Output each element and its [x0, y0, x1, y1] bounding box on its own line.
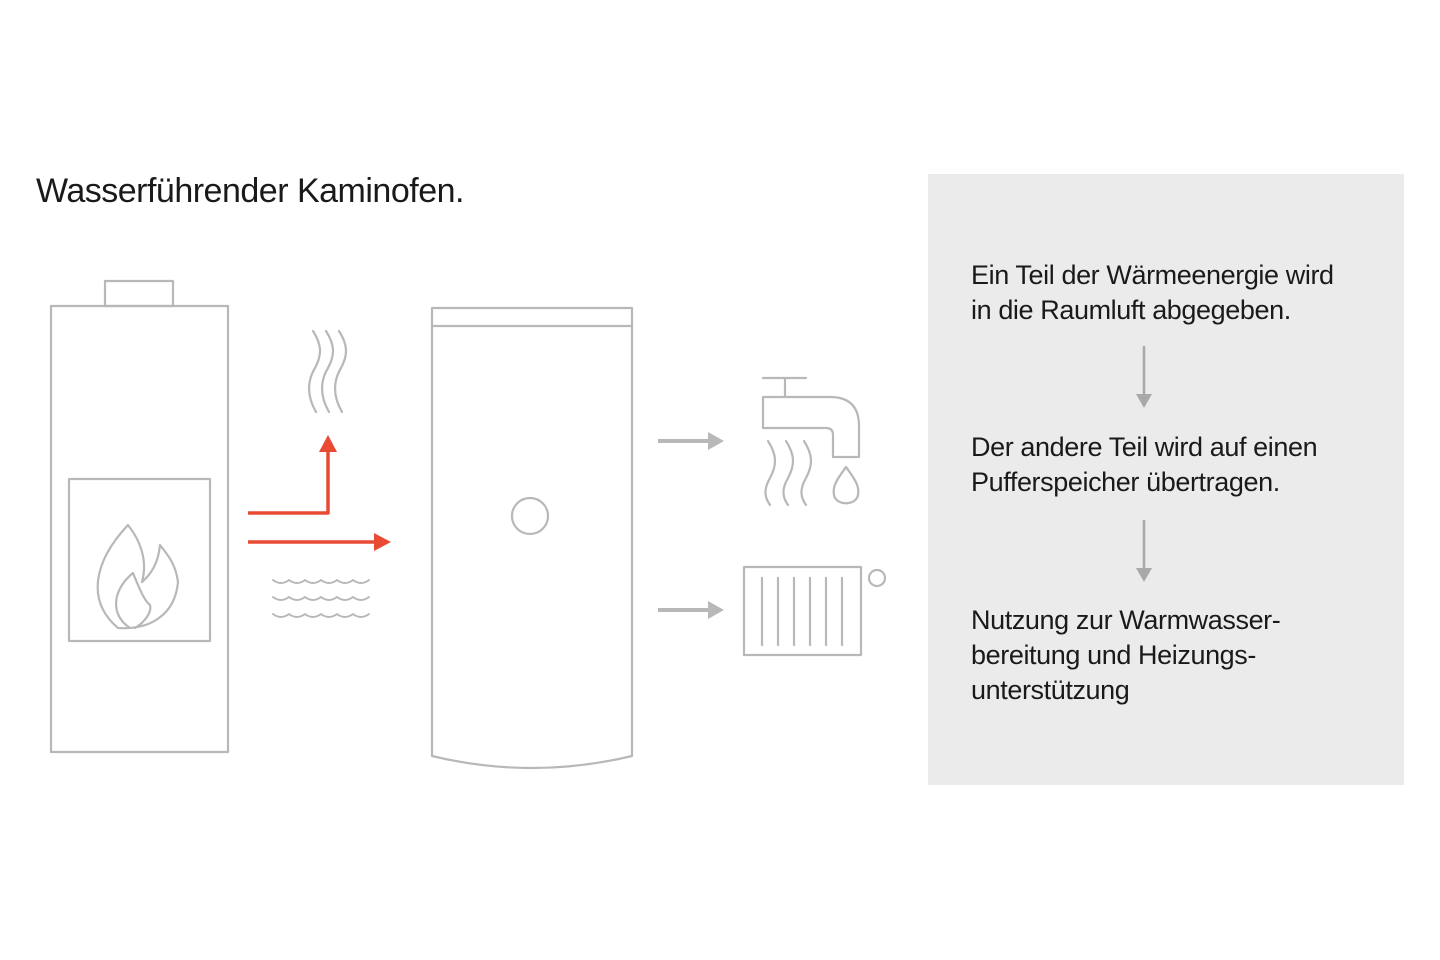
step-3-line-1: Nutzung zur Warmwasser-	[971, 605, 1281, 635]
water-waves-icon	[272, 579, 370, 618]
water-drop-icon	[832, 465, 860, 505]
arrow-down-icon	[1136, 346, 1152, 408]
buffer-tank-icon	[430, 306, 634, 770]
step-1: Ein Teil der Wärmeenergie wird in die Ra…	[971, 258, 1391, 328]
step-3: Nutzung zur Warmwasser- bereitung und He…	[971, 603, 1391, 708]
stove-icon	[49, 279, 230, 754]
step-2-line-1: Der andere Teil wird auf einen	[971, 432, 1318, 462]
radiator-icon	[742, 565, 887, 657]
flame-icon	[96, 523, 180, 630]
explanation-panel: Ein Teil der Wärmeenergie wird in die Ra…	[928, 174, 1404, 785]
step-1-line-2: in die Raumluft abgegeben.	[971, 295, 1291, 325]
step-3-line-3: unterstützung	[971, 675, 1130, 705]
red-flow-arrows	[248, 435, 391, 551]
arrow-down-icon	[1136, 520, 1152, 582]
step-3-line-2: bereitung und Heizungs-	[971, 640, 1256, 670]
diagram-graphic	[49, 279, 887, 770]
step-2: Der andere Teil wird auf einen Pufferspe…	[971, 430, 1391, 500]
heat-waves-icon	[308, 329, 348, 414]
faucet-icon	[761, 376, 861, 507]
gray-arrows	[658, 432, 724, 619]
step-1-line-1: Ein Teil der Wärmeenergie wird	[971, 260, 1334, 290]
diagram-title: Wasserführender Kaminofen.	[36, 172, 464, 210]
step-2-line-2: Pufferspeicher übertragen.	[971, 467, 1280, 497]
